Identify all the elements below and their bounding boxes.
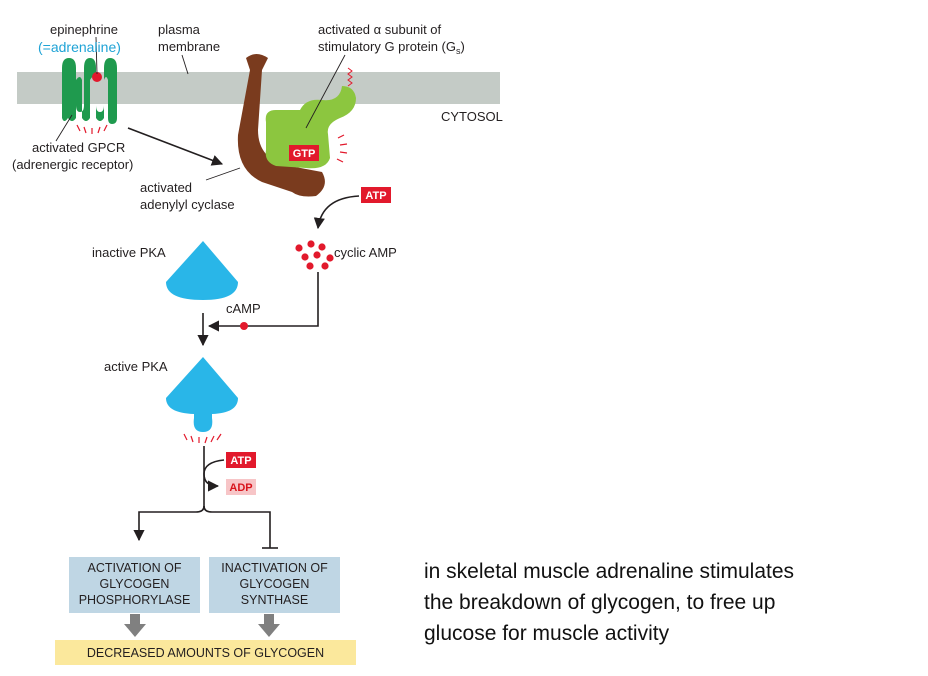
branch-lines xyxy=(133,446,278,549)
atp-top-label: ATP xyxy=(365,190,386,202)
phosphorylase-down-arrow xyxy=(124,614,146,637)
epinephrine-label: epinephrine xyxy=(50,22,118,37)
caption-line-2: the breakdown of glycogen, to free up xyxy=(424,591,776,614)
gpcr-to-cyclase-arrow xyxy=(127,127,224,166)
cyclic-amp-label: cyclic AMP xyxy=(334,245,397,260)
caption-line-1: in skeletal muscle adrenaline stimulates xyxy=(424,560,795,583)
result-box xyxy=(55,640,356,665)
phosphorylase-box xyxy=(69,557,200,613)
synthase-box xyxy=(209,557,340,613)
cyclase-label-line2: adenylyl cyclase xyxy=(140,197,235,212)
cyclic-amp-dots xyxy=(295,240,334,270)
adp-tag xyxy=(226,479,256,495)
caption-text: in skeletal muscle adrenaline stimulates… xyxy=(424,556,914,649)
leader-lines xyxy=(55,36,346,181)
atp-top-tag xyxy=(361,187,391,203)
plasma-label-line2: membrane xyxy=(158,39,220,54)
active-pka-label: active PKA xyxy=(104,359,168,374)
atp-bottom-label: ATP xyxy=(230,455,251,467)
cytosol-label: CYTOSOL xyxy=(441,109,503,124)
atp-adp-arrow xyxy=(203,459,225,492)
alpha-label-line2: stimulatory G protein (Gs) xyxy=(318,39,465,56)
epinephrine-ligand xyxy=(92,72,102,82)
gpcr-label-line2: (adrenergic receptor) xyxy=(12,157,133,172)
gtp-tag xyxy=(289,145,319,161)
atp-to-camp-arrow xyxy=(313,195,360,230)
g-protein-alpha xyxy=(265,67,356,169)
adrenaline-label: (=adrenaline) xyxy=(38,39,121,55)
phosphorylase-line3: PHOSPHORYLASE xyxy=(79,593,191,607)
gpcr-receptor xyxy=(62,58,117,134)
result-label: DECREASED AMOUNTS OF GLYCOGEN xyxy=(87,646,324,660)
plasma-label-line1: plasma xyxy=(158,22,201,37)
camp-dot xyxy=(240,322,248,330)
gtp-label: GTP xyxy=(293,148,316,160)
synthase-line2: GLYCOGEN xyxy=(240,577,310,591)
adenylyl-cyclase xyxy=(237,54,325,197)
camp-label: cAMP xyxy=(226,301,261,316)
cyclase-label-line1: activated xyxy=(140,180,192,195)
gpcr-label-line1: activated GPCR xyxy=(32,140,125,155)
atp-bottom-tag xyxy=(226,452,256,468)
synthase-down-arrow xyxy=(258,614,280,637)
alpha-label-line1: activated α subunit of xyxy=(318,22,442,37)
inactive-pka xyxy=(166,241,238,300)
inactive-pka-label: inactive PKA xyxy=(92,245,166,260)
synthase-line3: SYNTHASE xyxy=(241,593,308,607)
synthase-line1: INACTIVATION OF xyxy=(221,561,328,575)
phosphorylase-line2: GLYCOGEN xyxy=(100,577,170,591)
active-pka xyxy=(166,357,238,444)
caption-line-3: glucose for muscle activity xyxy=(424,622,670,645)
adp-label: ADP xyxy=(229,482,252,494)
phosphorylase-line1: ACTIVATION OF xyxy=(88,561,182,575)
